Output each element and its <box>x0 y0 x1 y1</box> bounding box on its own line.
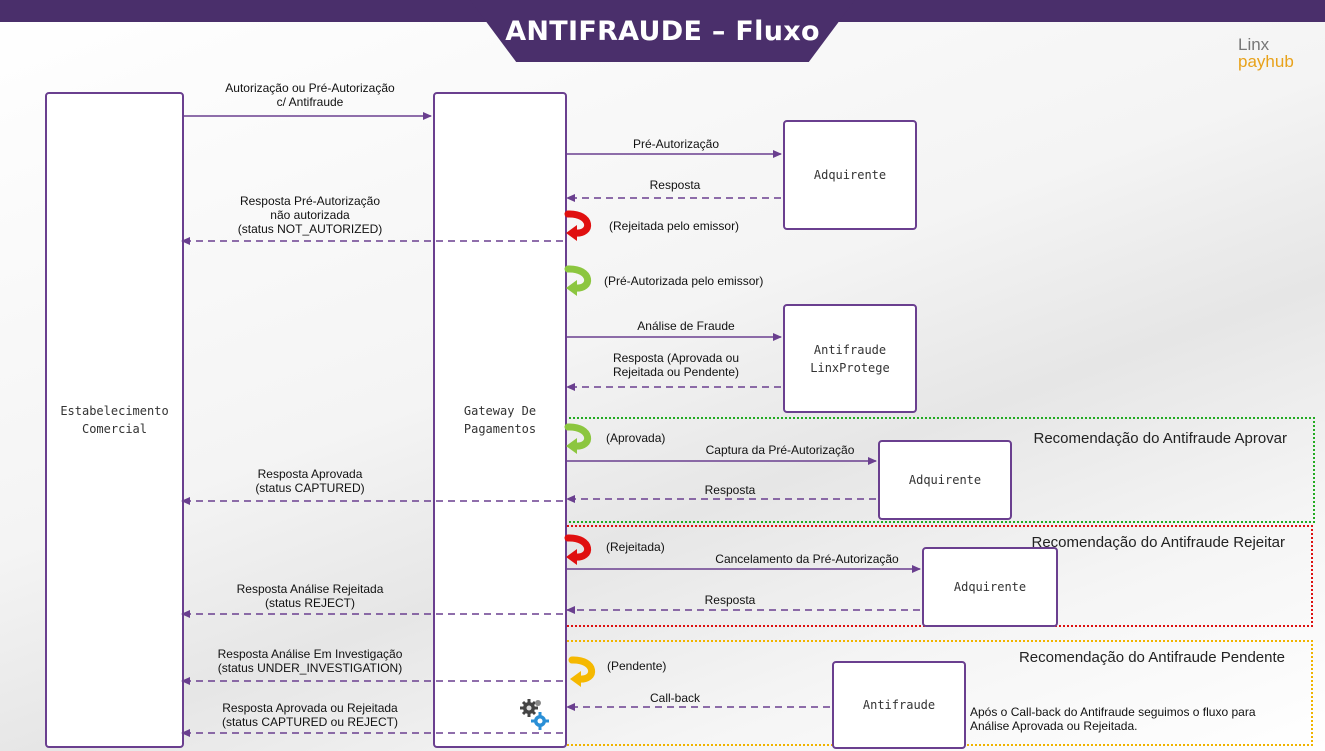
label-capture: Captura da Pré-Autorização <box>705 443 855 457</box>
label-response-1: Resposta <box>649 178 701 192</box>
zone-pending-title: Recomendação do Antifraude Pendente <box>1018 649 1285 666</box>
zone-reject-title: Recomendação do Antifraude Rejeitar <box>1031 534 1286 551</box>
label-rejected: (Rejeitada) <box>606 540 665 554</box>
label-cancel: Cancelamento da Pré-Autorização <box>715 552 899 566</box>
label-fraud-analysis: Análise de Fraude <box>637 319 735 333</box>
label-preauthorized-issuer: (Pré-Autorizada pelo emissor) <box>604 274 764 288</box>
linx-payhub-logo: Linx payhub <box>1238 35 1294 71</box>
page-title: ANTIFRAUDE – Fluxo <box>505 16 820 47</box>
label-pre-auth: Pré-Autorização <box>632 137 720 151</box>
label-approved: (Aprovada) <box>606 431 666 445</box>
pending-icon <box>568 656 596 687</box>
gears-icon <box>520 699 549 730</box>
merchant-box: Estabelecimento Comercial <box>45 92 184 748</box>
rejected-issuer-icon <box>564 210 592 241</box>
label-preauth-denied: Resposta Pré-Autorização não autorizada … <box>237 194 383 236</box>
acquirer-box-3: Adquirente <box>922 547 1058 627</box>
preauthorized-issuer-icon <box>564 265 592 296</box>
gateway-box: Gateway De Pagamentos <box>433 92 567 748</box>
label-rejected-issuer: (Rejeitada pelo emissor) <box>609 219 740 233</box>
header-tab <box>470 0 855 62</box>
antifraud-box-2: Antifraude <box>832 661 966 749</box>
acquirer-box-1: Adquirente <box>783 120 917 230</box>
rejected-icon <box>564 534 592 565</box>
label-response-final: Resposta Aprovada ou Rejeitada (status C… <box>221 701 399 729</box>
approved-icon <box>564 423 592 454</box>
acquirer-box-2: Adquirente <box>878 440 1012 520</box>
label-fraud-response: Resposta (Aprovada ou Rejeitada ou Pende… <box>612 351 740 379</box>
label-response-2: Resposta <box>704 483 756 497</box>
antifraud-box-1: Antifraude LinxProtege <box>783 304 917 413</box>
label-callback: Call-back <box>649 691 700 705</box>
label-response-3: Resposta <box>704 593 756 607</box>
label-response-rejected: Resposta Análise Rejeitada (status REJEC… <box>236 582 384 610</box>
zone-approve-title: Recomendação do Antifraude Aprovar <box>1033 430 1288 447</box>
label-auth-request: Autorização ou Pré-Autorização c/ Antifr… <box>225 81 395 109</box>
label-pending: (Pendente) <box>607 659 667 673</box>
label-callback-note: Após o Call-back do Antifraude seguimos … <box>970 705 1256 733</box>
label-response-investigation: Resposta Análise Em Investigação (status… <box>217 647 403 675</box>
label-response-approved: Resposta Aprovada (status CAPTURED) <box>255 467 365 495</box>
